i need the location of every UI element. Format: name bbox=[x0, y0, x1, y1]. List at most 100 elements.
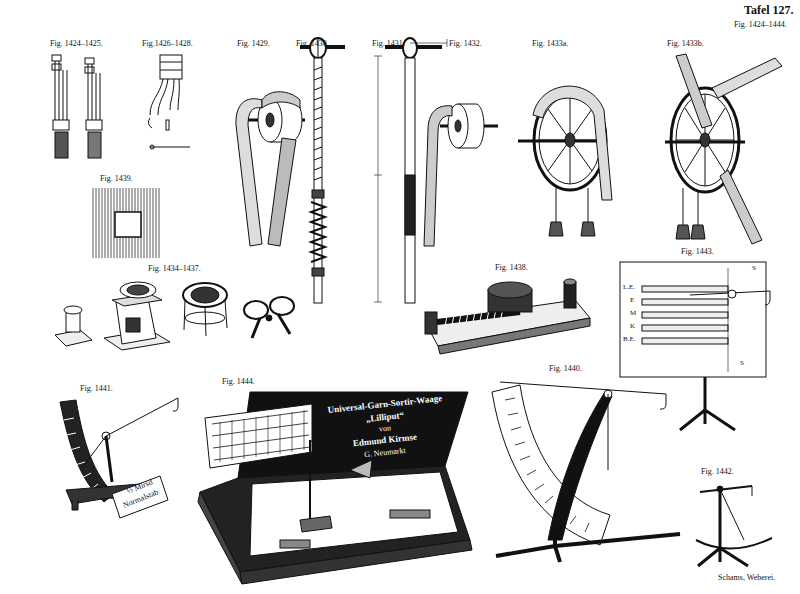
yarn-sorting-balance-case bbox=[198, 392, 472, 584]
yarn-sorting-balance-case-part bbox=[220, 410, 304, 462]
plate-title: Tafel 127. bbox=[744, 4, 794, 17]
heald-strands-part bbox=[67, 70, 68, 120]
heald-strands-part bbox=[55, 132, 68, 158]
part-letter: K bbox=[630, 323, 635, 331]
thread-count-pattern-part bbox=[115, 212, 141, 237]
thread-count-pattern-part bbox=[93, 188, 159, 258]
thread-counters-part bbox=[126, 318, 140, 332]
small-balance-part bbox=[696, 538, 772, 549]
yarn-balance-part bbox=[642, 325, 728, 331]
thread-counters-part bbox=[127, 285, 149, 295]
belt-pulley-part bbox=[266, 113, 274, 127]
spoked-wheel-part bbox=[556, 188, 557, 222]
author-credit: Schams, Weberei. bbox=[718, 574, 775, 583]
thread-counters-part bbox=[183, 283, 227, 307]
heald-strands-part bbox=[55, 61, 56, 120]
small-balance-part bbox=[700, 486, 752, 492]
yarn-sorting-balance-case-part bbox=[198, 492, 242, 584]
figure-label: Fig. 1430. bbox=[296, 40, 329, 49]
quadrant-yarn-balance-part bbox=[500, 382, 666, 394]
heald-strands-part bbox=[52, 64, 61, 70]
quadrant-scale-part bbox=[72, 500, 78, 510]
quadrant-yarn-balance bbox=[492, 382, 680, 562]
yarn-balance-part bbox=[765, 291, 770, 305]
heald-detail-part bbox=[160, 70, 182, 71]
yarn-tester-part bbox=[564, 282, 576, 308]
heald-strands-part bbox=[88, 64, 89, 120]
thread-counters-part bbox=[184, 300, 227, 336]
spindle-part bbox=[312, 190, 324, 198]
figure-label: Fig. 1433b. bbox=[667, 40, 704, 49]
spindle-part bbox=[314, 58, 322, 303]
part-letter: E bbox=[630, 297, 634, 305]
spindle-part bbox=[314, 67, 322, 180]
quadrant-scale-part bbox=[106, 398, 178, 436]
heald-detail-part bbox=[160, 62, 182, 63]
measuring-spindle-part bbox=[403, 38, 417, 58]
yarn-balance-part bbox=[642, 286, 728, 292]
measuring-spindle-part bbox=[405, 58, 415, 303]
small-balance-part bbox=[752, 486, 753, 496]
figure-label: Fig. 1431. bbox=[372, 40, 405, 49]
spindle bbox=[300, 38, 345, 303]
yarn-sorting-balance-case-part bbox=[309, 440, 311, 520]
yarn-balance-part bbox=[642, 338, 728, 344]
thread-counters-part bbox=[120, 282, 156, 298]
heald-detail bbox=[148, 55, 190, 149]
figure-label: Fig. 1440. bbox=[549, 365, 582, 374]
part-letter: M bbox=[630, 310, 636, 318]
spoked-wheel-part bbox=[720, 170, 762, 244]
yarn-tester-part bbox=[438, 318, 590, 354]
figure-label: Fig. 1434–1437. bbox=[148, 265, 201, 274]
spoked-wheel-part bbox=[698, 190, 699, 225]
spoked-wheel-part bbox=[676, 225, 690, 239]
figure-label: Fig. 1441. bbox=[80, 385, 113, 394]
part-letter: L.E. bbox=[623, 284, 635, 292]
thread-counters-part bbox=[252, 314, 290, 338]
yarn-sorting-balance-case-part bbox=[212, 411, 310, 460]
yarn-tester-part bbox=[437, 312, 520, 322]
heald-detail-part bbox=[170, 79, 174, 110]
thread-counters-part bbox=[266, 315, 272, 321]
quadrant-scale-part bbox=[106, 436, 112, 482]
figure-label: Fig. 1444. bbox=[222, 378, 255, 387]
quadrant-yarn-balance-part bbox=[660, 394, 666, 409]
heald-strands bbox=[52, 55, 102, 158]
yarn-sorting-balance-case-part bbox=[250, 472, 458, 556]
quadrant-yarn-balance-part bbox=[492, 385, 610, 545]
spoked-wheel-part bbox=[712, 58, 782, 98]
figure-label: Fig. 1424–1425. bbox=[50, 40, 103, 49]
quadrant-scale-part bbox=[82, 436, 106, 468]
spoked-wheel-part bbox=[700, 133, 710, 147]
heald-strands-part bbox=[63, 70, 64, 120]
part-letter: S bbox=[740, 360, 744, 368]
heald-strands-part bbox=[59, 61, 60, 120]
spoked-wheel bbox=[665, 54, 782, 244]
quadrant-scale-part bbox=[173, 398, 178, 411]
yarn-balance-part bbox=[620, 262, 766, 377]
yarn-tester-part bbox=[488, 282, 532, 298]
heald-strands-part bbox=[85, 58, 94, 64]
heald-detail-part bbox=[150, 79, 163, 115]
measuring-spindle-part bbox=[447, 39, 448, 47]
heald-strands-part bbox=[88, 132, 101, 158]
spindle-part bbox=[311, 202, 325, 262]
quadrant-yarn-balance-part bbox=[548, 392, 612, 540]
spoked-wheel-part bbox=[533, 86, 612, 200]
case-inscription: von bbox=[379, 424, 392, 434]
thread-counters-part bbox=[270, 297, 294, 315]
yarn-tester-part bbox=[564, 279, 576, 285]
quadrant-yarn-balance-part bbox=[496, 534, 680, 562]
yarn-sorting-balance-case-part bbox=[280, 540, 310, 548]
yarn-sorting-balance-case-part bbox=[390, 510, 430, 518]
belt-pulley-part bbox=[424, 106, 452, 246]
yarn-sorting-balance-case-part bbox=[205, 404, 312, 468]
plate-range: Fig. 1424–1444. bbox=[734, 21, 787, 30]
yarn-balance-part bbox=[728, 268, 729, 372]
spoked-wheel bbox=[518, 86, 612, 236]
thread-counters-part bbox=[191, 287, 219, 303]
thread-counters-part bbox=[64, 306, 82, 314]
yarn-balance bbox=[620, 262, 770, 430]
measuring-spindle-part bbox=[374, 56, 382, 57]
